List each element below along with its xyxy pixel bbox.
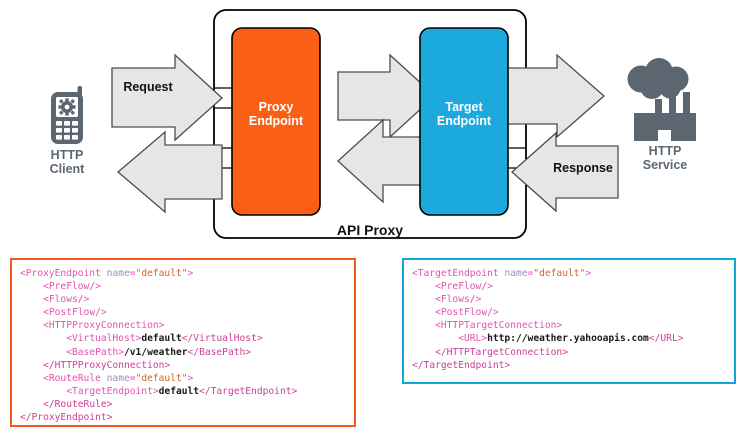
code-line: <TargetEndpoint name="default">: [412, 268, 592, 279]
target-endpoint-code-panel: <TargetEndpoint name="default"> <PreFlow…: [402, 258, 736, 384]
code-line: <URL>http://weather.yahooapis.com</URL>: [458, 333, 684, 345]
code-line: <PostFlow/>: [43, 307, 107, 319]
code-line: <PreFlow/>: [435, 281, 493, 293]
code-line: <HTTPProxyConnection>: [43, 320, 165, 332]
response-arrow-label: Response: [553, 161, 613, 175]
arrow-proxy-to-target: [337, 53, 436, 139]
code-line: <Flows/>: [43, 294, 90, 306]
arrow-target-to-service: [499, 53, 605, 139]
http-service-label: HTTP Service: [642, 144, 688, 173]
mobile-phone-gear-icon: [51, 86, 83, 144]
target-endpoint-label: Target Endpoint: [436, 100, 492, 129]
code-line: <HTTPTargetConnection>: [435, 320, 563, 332]
arrow-request: [111, 53, 223, 142]
code-line: <ProxyEndpoint name="default">: [20, 268, 194, 279]
proxy-endpoint-label: Proxy Endpoint: [248, 100, 304, 129]
proxy-endpoint-code-panel: <ProxyEndpoint name="default"> <PreFlow/…: [10, 258, 356, 427]
api-proxy-container-label: API Proxy: [336, 222, 404, 238]
code-line: <RouteRule name="default">: [43, 372, 194, 384]
factory-cloud-icon: [627, 58, 696, 141]
code-line: </HTTPTargetConnection>: [435, 346, 568, 358]
code-line: <VirtualHost>default</VirtualHost>: [66, 333, 263, 345]
code-line: <BasePath>/v1/weather</BasePath>: [66, 346, 252, 358]
api-proxy-diagram: [51, 9, 696, 239]
code-line: <Flows/>: [435, 294, 482, 306]
arrow-response: [511, 131, 619, 213]
target-endpoint-box[interactable]: [419, 27, 509, 216]
code-line: <TargetEndpoint>default</TargetEndpoint>: [66, 385, 298, 397]
proxy-endpoint-box[interactable]: [231, 27, 321, 216]
code-line: </ProxyEndpoint>: [20, 412, 113, 424]
request-arrow-label: Request: [123, 80, 173, 94]
code-line: </RouteRule>: [43, 398, 113, 410]
code-line: </TargetEndpoint>: [412, 359, 511, 371]
code-line: </HTTPProxyConnection>: [43, 359, 171, 371]
code-line: <PostFlow/>: [435, 307, 499, 319]
code-line: <PreFlow/>: [43, 281, 101, 293]
http-client-label: HTTP Client: [49, 148, 85, 177]
arrow-proxy-to-client: [116, 130, 223, 214]
